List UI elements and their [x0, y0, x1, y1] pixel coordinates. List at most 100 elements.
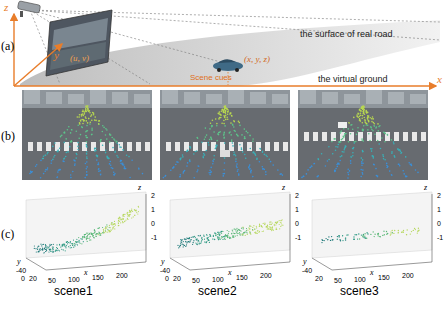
tick-label: 150 — [236, 274, 248, 281]
tick-label: 200 — [402, 272, 414, 279]
photo — [298, 90, 428, 180]
x-axis — [332, 262, 432, 270]
projected-points — [77, 105, 101, 125]
z-axis — [290, 194, 291, 252]
zebra-stripe — [376, 132, 381, 141]
tick-label: -40 — [302, 267, 312, 274]
point-cloud — [390, 228, 420, 236]
building — [366, 90, 382, 104]
tick-label: 150 — [92, 274, 104, 281]
zebra-stripe — [136, 142, 141, 151]
zebra-stripe — [145, 142, 150, 151]
zebra-stripe — [64, 142, 69, 151]
tick-label: 150 — [378, 274, 390, 281]
zebra-stripe — [127, 142, 132, 151]
axis-name: y — [17, 258, 21, 266]
tick-label: 0 — [151, 220, 155, 227]
z-axis — [146, 194, 147, 252]
axis-edge — [146, 252, 147, 262]
tick-label: 1 — [151, 206, 155, 213]
y-axis — [170, 258, 190, 270]
projected-points — [163, 160, 284, 179]
projected-points — [179, 142, 270, 161]
axis-name: y — [161, 258, 165, 266]
zebra-stripe — [421, 132, 426, 141]
zebra-stripe — [313, 132, 318, 141]
zebra-stripe — [274, 142, 279, 151]
tick-label: 1 — [437, 206, 441, 213]
panel-letter: (a) — [1, 40, 14, 52]
photo-background — [22, 90, 152, 108]
tick-label: 2 — [295, 192, 299, 199]
point-cloud — [241, 219, 283, 236]
callout-label: Scene cues — [190, 74, 232, 82]
zebra-stripe — [202, 142, 207, 151]
zebra-stripe — [265, 142, 270, 151]
zebra-stripe — [247, 142, 252, 151]
zebra-stripe — [322, 132, 327, 141]
photo — [22, 90, 152, 180]
building — [68, 94, 84, 104]
axis-edge — [432, 252, 433, 262]
tick-label: 50 — [334, 277, 342, 284]
axis-name: x — [228, 269, 232, 277]
tick-label: 20 — [29, 275, 37, 282]
building — [134, 94, 150, 104]
building — [322, 92, 338, 104]
building — [410, 94, 426, 104]
image-plane — [46, 10, 112, 76]
point-cloud-plots — [26, 192, 432, 270]
zebra-stripe — [349, 132, 354, 141]
tick-label: 0 — [295, 220, 299, 227]
building — [90, 90, 106, 104]
zebra-stripe — [193, 142, 198, 151]
world-coordinate: (x, y, z) — [244, 55, 270, 64]
x-axis — [46, 262, 146, 270]
zebra-stripe — [304, 132, 309, 141]
plot-frame — [26, 192, 146, 270]
axis-name: z — [282, 184, 285, 192]
tick-label: -40 — [16, 267, 26, 274]
tick-label: 50 — [192, 277, 200, 284]
region-label: the virtual ground — [318, 75, 388, 84]
point-cloud — [337, 232, 369, 241]
point-cloud — [359, 231, 393, 240]
y-axis — [312, 258, 332, 270]
tick-label: 200 — [260, 272, 272, 279]
tick-label: 200 — [116, 272, 128, 279]
point-cloud — [98, 206, 140, 236]
tick-label: -1 — [295, 234, 301, 241]
tick-label: 100 — [212, 276, 224, 283]
axis-name: x — [370, 269, 374, 277]
zebra-stripe — [367, 132, 372, 141]
camera — [17, 1, 40, 17]
zebra-stripe — [175, 142, 180, 151]
axis-name: y — [303, 258, 307, 266]
tick-label: -40 — [160, 267, 170, 274]
image-content — [50, 42, 106, 70]
projected-points — [348, 105, 379, 125]
region-label: the surface of real road — [300, 30, 393, 39]
back-panel — [170, 192, 290, 258]
axis-name: x — [437, 74, 442, 85]
point-cloud — [189, 231, 231, 245]
axis-name: z — [4, 2, 8, 13]
scene-caption: scene2 — [198, 285, 237, 297]
axis-name: x — [84, 269, 88, 277]
building — [162, 90, 178, 104]
tick-label: 2 — [151, 192, 155, 199]
photos — [22, 90, 428, 180]
point-cloud — [321, 236, 346, 243]
building — [272, 94, 288, 104]
photo — [160, 90, 290, 180]
zebra-stripe — [403, 132, 408, 141]
back-panel — [26, 192, 146, 258]
tick-label: 1 — [295, 206, 299, 213]
projected-points — [60, 123, 118, 143]
projected-points — [42, 142, 130, 161]
x-axis — [14, 85, 436, 86]
axis-name: z — [424, 184, 427, 192]
